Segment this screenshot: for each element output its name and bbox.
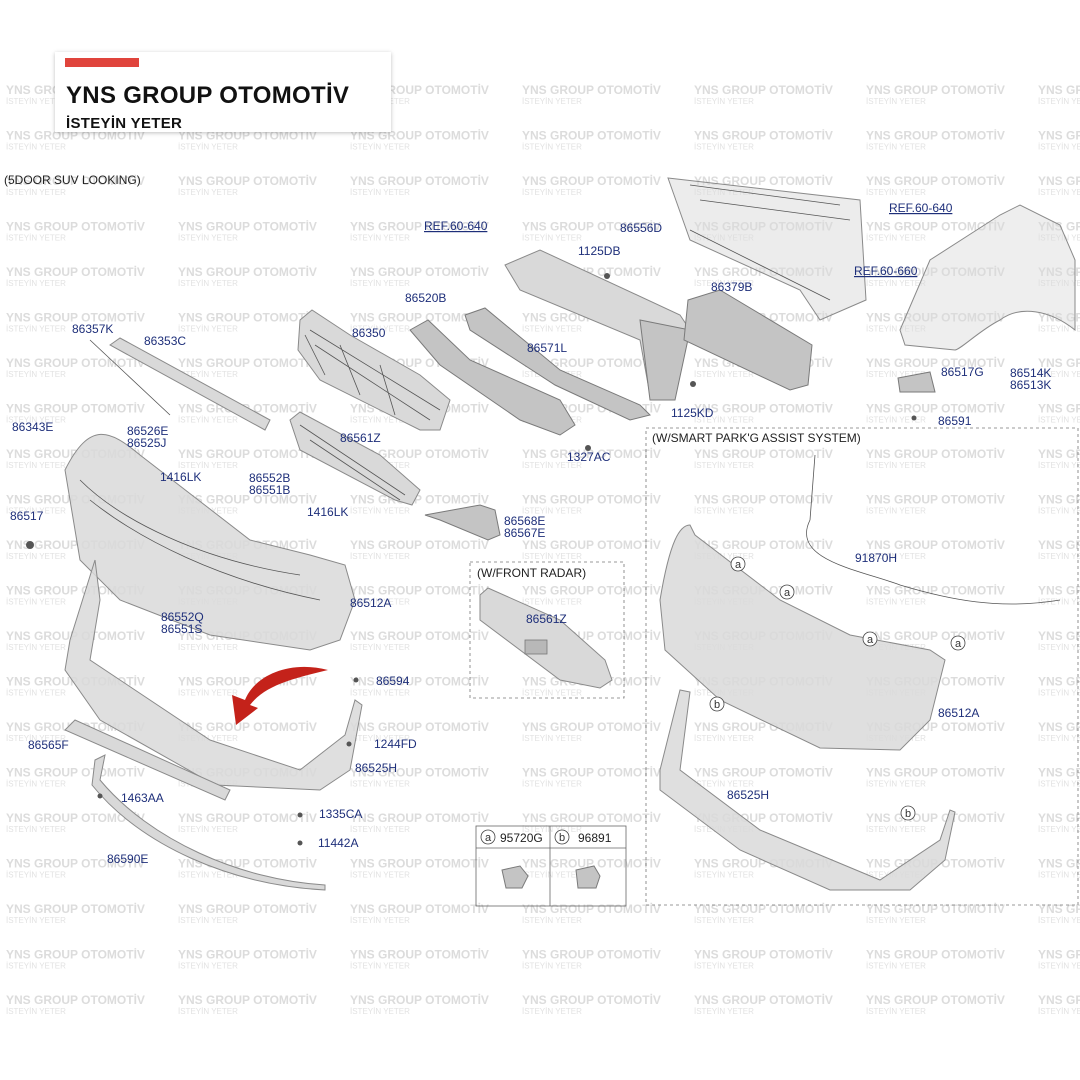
part-label: 86552Q: [161, 610, 204, 624]
part-label: 86590E: [107, 852, 148, 866]
skid-plate: [64, 719, 231, 801]
radiator-grille: [297, 309, 451, 431]
part-label: 86525H: [355, 761, 397, 775]
front-radar-box: [469, 561, 625, 699]
brand-tagline: İSTEYİN YETER: [66, 115, 183, 132]
energy-absorber: [683, 289, 813, 391]
bumper-lower-cover: [64, 559, 363, 791]
part-label: 86568E: [504, 514, 545, 528]
legend-b-part: 96891: [578, 831, 612, 845]
part-label: 11442A: [318, 836, 358, 850]
part-label: 86357K: [72, 322, 113, 336]
bumper-cover-main: [64, 433, 356, 651]
part-label: 1416LK: [160, 470, 201, 484]
part-label: 86525H: [727, 788, 769, 802]
ref-label[interactable]: REF.60-660: [854, 264, 918, 278]
lower-grille: [289, 411, 421, 506]
part-label: 86567E: [504, 526, 545, 540]
fastener-marks: [26, 273, 917, 846]
legend-a-part: 95720G: [500, 831, 543, 845]
part-label: 86551S: [161, 622, 202, 636]
part-label: 86517G: [941, 365, 984, 379]
note-smart-park: (W/SMART PARK'G ASSIST SYSTEM): [652, 431, 861, 445]
part-label: 86551B: [249, 483, 290, 497]
part-label: 86556D: [620, 221, 662, 235]
side-bracket: [424, 504, 501, 541]
bumper-beam: [504, 249, 691, 401]
part-label: 86513K: [1010, 378, 1051, 392]
part-label: 86353C: [144, 334, 186, 348]
part-label: 1463AA: [121, 791, 164, 805]
part-label: 1335CA: [319, 807, 362, 821]
legend-box: [475, 825, 627, 907]
part-label: 86571L: [527, 341, 567, 355]
fender-bracket: [897, 371, 936, 393]
legend-b-letter: b: [559, 832, 565, 844]
callout-letter: a: [784, 587, 791, 599]
callout-markers: a a a a b b: [709, 556, 966, 821]
part-label: 86526E: [127, 424, 168, 438]
part-label: 1244FD: [374, 737, 417, 751]
legend-a-letter: a: [485, 832, 492, 844]
smart-park-box: [645, 427, 1079, 906]
brand-title: YNS GROUP OTOMOTİV: [66, 82, 350, 109]
part-label: 86525J: [127, 436, 166, 450]
grille-bracket: [409, 319, 576, 436]
part-label: 1416LK: [307, 505, 348, 519]
part-label: 86512A: [938, 706, 979, 720]
part-label: 1125DB: [578, 244, 620, 258]
callout-letter: a: [867, 634, 874, 646]
part-label: 86514K: [1010, 366, 1051, 380]
ref-label[interactable]: REF.60-640: [424, 219, 488, 233]
lower-strip: [91, 754, 326, 891]
radiator-support-frame: [667, 177, 867, 321]
part-label: 86594: [376, 674, 410, 688]
callout-letter: b: [905, 808, 911, 820]
brand-accent-bar: [65, 58, 139, 67]
part-label: 86343E: [12, 420, 53, 434]
part-label: 86512A: [350, 596, 391, 610]
callout-letter: a: [955, 638, 962, 650]
part-label: 1125KD: [671, 406, 714, 420]
part-label: 86350: [352, 326, 386, 340]
note-vehicle: (5DOOR SUV LOOKING): [4, 173, 141, 187]
note-front-radar: (W/FRONT RADAR): [477, 566, 586, 580]
part-label: 86520B: [405, 291, 446, 305]
part-label: 86517: [10, 509, 44, 523]
part-label: 1327AC: [567, 450, 611, 464]
callout-letter: b: [714, 699, 720, 711]
part-label: 86379B: [711, 280, 752, 294]
upper-grille-cover: [89, 337, 271, 431]
part-label: 86552B: [249, 471, 290, 485]
part-label: 86565F: [28, 738, 69, 752]
ref-label[interactable]: REF.60-640: [889, 201, 953, 215]
direction-arrow: [232, 666, 328, 725]
callout-letter: a: [735, 559, 742, 571]
part-label: 86591: [938, 414, 972, 428]
part-label: 86561Z: [526, 612, 567, 626]
part-label: 91870H: [855, 551, 897, 565]
brand-header: YNS GROUP OTOMOTİV İSTEYİN YETER: [55, 52, 391, 132]
part-label: 86561Z: [340, 431, 381, 445]
upper-reinforcement: [464, 307, 651, 421]
front-fender: [899, 204, 1076, 351]
